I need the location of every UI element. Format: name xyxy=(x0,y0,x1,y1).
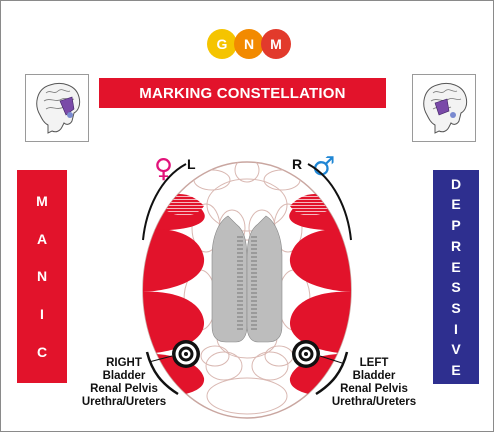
annotation-line: Urethra/Ureters xyxy=(78,396,170,409)
left-grey-structure xyxy=(212,216,247,342)
annotation-right-bladder: RIGHT Bladder Renal Pelvis Urethra/Urete… xyxy=(78,357,170,409)
annotation-line: Bladder xyxy=(326,370,422,383)
target-ring-left-bladder xyxy=(292,340,320,368)
annotation-line: Renal Pelvis xyxy=(326,383,422,396)
annotation-line: LEFT xyxy=(326,357,422,370)
annotation-line: RIGHT xyxy=(78,357,170,370)
annotation-line: Urethra/Ureters xyxy=(326,396,422,409)
target-ring-right-bladder xyxy=(172,340,200,368)
annotation-left-bladder: LEFT Bladder Renal Pelvis Urethra/Ureter… xyxy=(326,357,422,409)
right-grey-structure xyxy=(247,216,282,342)
annotation-line: Renal Pelvis xyxy=(78,383,170,396)
annotation-line: Bladder xyxy=(78,370,170,383)
